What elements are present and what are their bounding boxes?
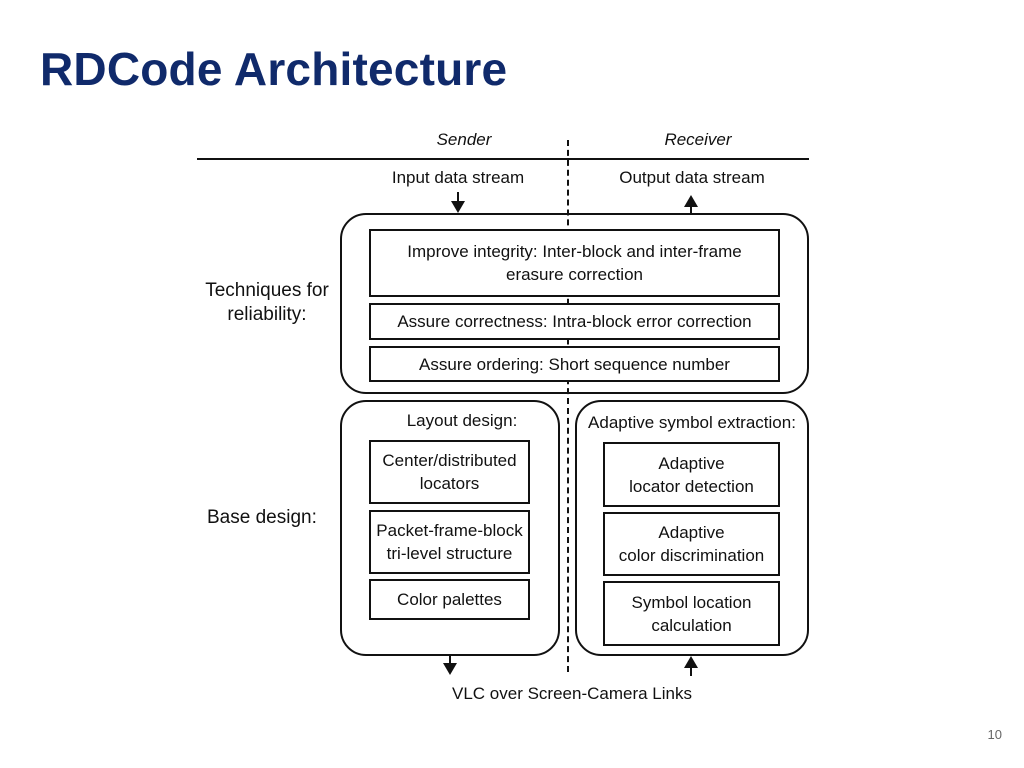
symbol-extraction-header: Adaptive symbol extraction:: [588, 413, 796, 432]
tri-level-structure-box: Packet-frame-block tri-level structure: [369, 510, 530, 574]
slide-title: RDCode Architecture: [40, 43, 508, 95]
assure-ordering-box: Assure ordering: Short sequence number: [369, 346, 780, 382]
locators-box: Center/distributed locators: [369, 440, 530, 504]
improve-integrity-line2: erasure correction: [505, 265, 643, 284]
symbol-location-line1: Symbol location: [631, 592, 752, 612]
input-arrow-icon: [451, 201, 465, 213]
header-divider-line: [197, 158, 809, 160]
vlc-link-label: VLC over Screen-Camera Links: [452, 684, 692, 703]
color-palettes-text: Color palettes: [397, 590, 502, 609]
locator-detection-line2: locator detection: [629, 476, 754, 496]
improve-integrity-box: Improve integrity: Inter-block and inter…: [369, 229, 780, 297]
output-arrow-stem: [690, 206, 692, 214]
output-to-link-arrow-stem: [449, 656, 451, 665]
locator-detection-box: Adaptive locator detection: [603, 442, 780, 507]
color-palettes-box: Color palettes: [369, 579, 530, 620]
symbol-location-box: Symbol location calculation: [603, 581, 780, 646]
layout-design-group: [340, 400, 560, 656]
improve-integrity-line1: Improve integrity: Inter-block and inter…: [407, 242, 742, 261]
down-arrow-icon: [443, 663, 457, 675]
tri-level-line2: tri-level structure: [386, 544, 513, 563]
base-design-label: Base design:: [207, 507, 317, 528]
assure-correctness-text: Assure correctness: Intra-block error co…: [397, 312, 752, 331]
assure-ordering-text: Assure ordering: Short sequence number: [419, 354, 730, 374]
sender-receiver-divider: [567, 140, 569, 672]
reliability-group: [340, 213, 809, 394]
output-arrow-icon: [684, 195, 698, 207]
up-arrow-icon: [684, 656, 698, 668]
sender-label: Sender: [436, 130, 492, 149]
input-arrow-stem: [457, 192, 459, 202]
receiver-label: Receiver: [664, 130, 732, 149]
color-discrimination-box: Adaptive color discrimination: [603, 512, 780, 576]
symbol-extraction-group: [575, 400, 809, 656]
locator-detection-line1: Adaptive: [658, 453, 725, 473]
input-data-stream-label: Input data stream: [391, 168, 525, 187]
layout-design-header: Layout design:: [406, 411, 518, 430]
link-to-receiver-arrow-stem: [690, 667, 692, 676]
reliability-label-line2: reliability:: [227, 304, 307, 325]
color-discrimination-line2: color discrimination: [618, 546, 765, 565]
reliability-label-line1: Techniques for: [205, 280, 329, 301]
output-data-stream-label: Output data stream: [619, 168, 765, 187]
slide-number: 10: [987, 727, 1002, 742]
color-discrimination-line1: Adaptive: [658, 523, 725, 542]
reliability-label: Techniques for reliability:: [192, 279, 342, 327]
symbol-location-line2: calculation: [651, 615, 732, 635]
locators-line2: locators: [419, 474, 480, 493]
assure-correctness-box: Assure correctness: Intra-block error co…: [369, 303, 780, 340]
tri-level-line1: Packet-frame-block: [376, 521, 523, 540]
locators-line1: Center/distributed: [382, 451, 517, 470]
